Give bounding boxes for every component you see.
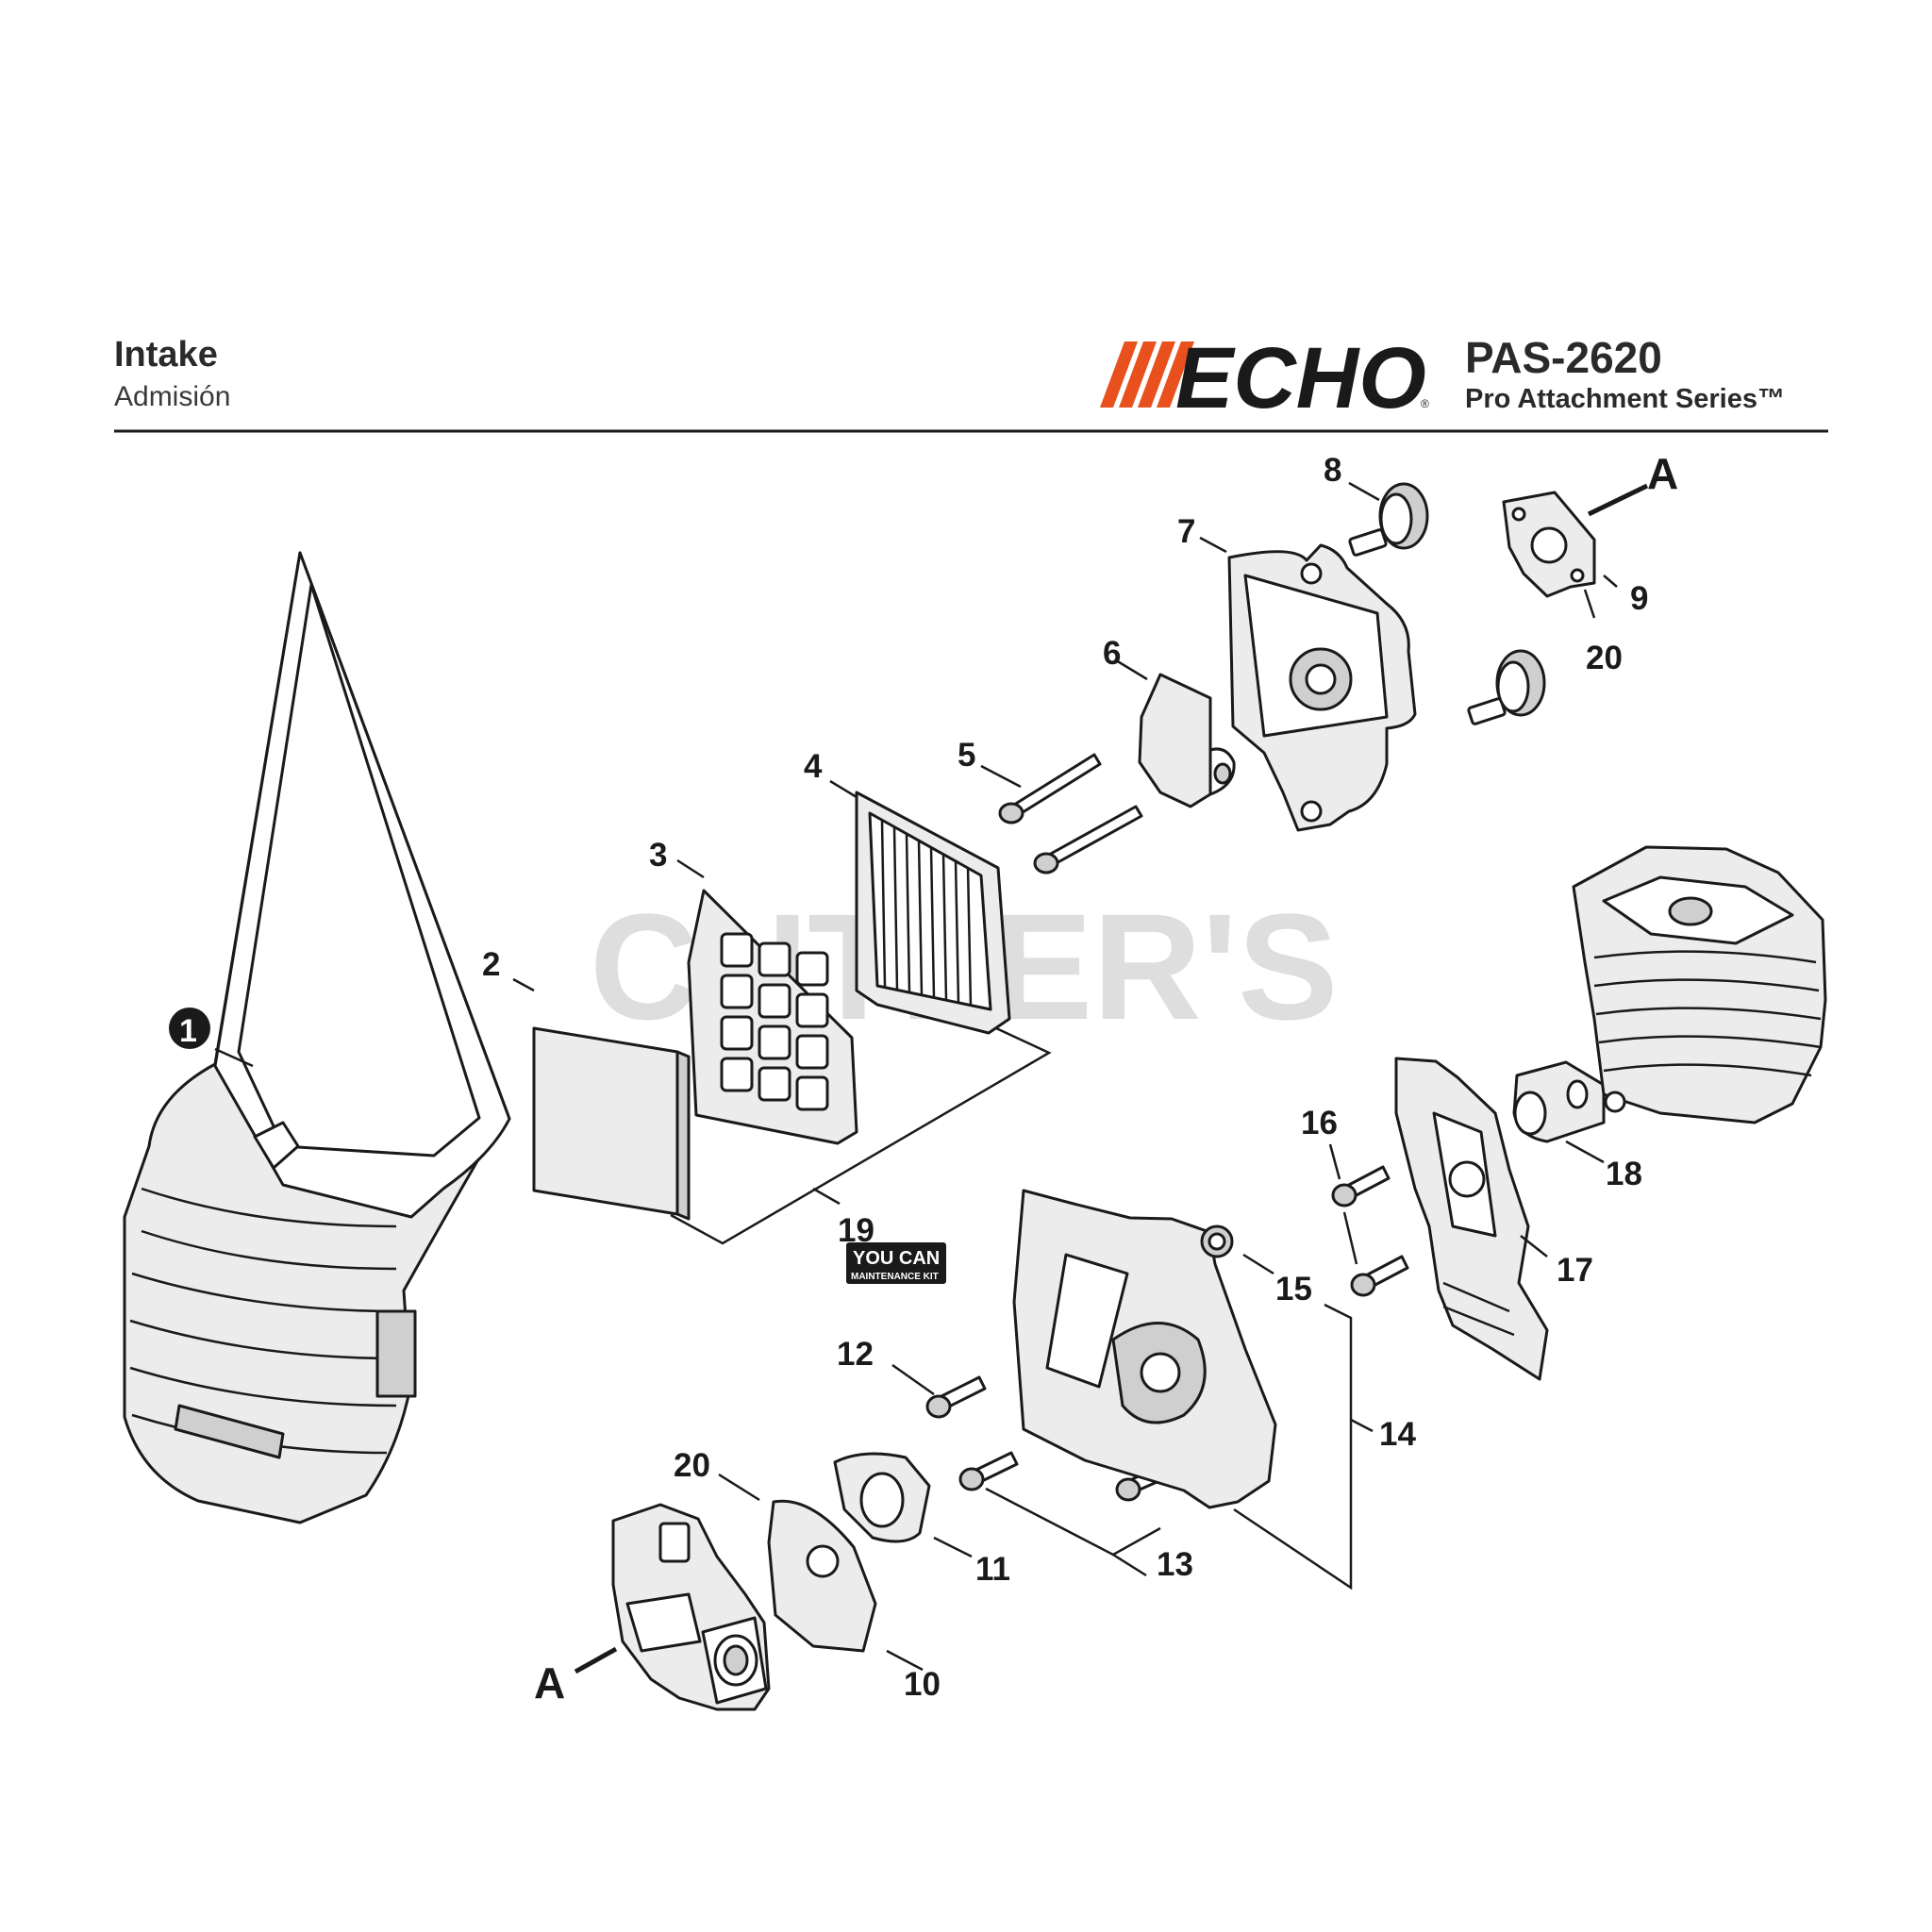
callout-2: 2 — [482, 946, 500, 983]
callout-9: 9 — [1630, 580, 1648, 617]
callout-14: 14 — [1379, 1416, 1416, 1453]
callout-15: 15 — [1275, 1271, 1312, 1307]
callout-4: 4 — [804, 748, 823, 785]
callout-7: 7 — [1177, 513, 1195, 550]
callout-12: 12 — [837, 1336, 874, 1373]
part-1-air-cleaner-cover — [123, 551, 511, 1524]
part-3-filter-frame — [687, 889, 858, 1145]
model-number: PAS-2620 — [1465, 333, 1662, 382]
kit-badge-line1: YOU CAN — [853, 1248, 940, 1269]
part-8-knobs — [1348, 482, 1546, 725]
part-11-insulator — [833, 1452, 931, 1543]
part-2-pre-filter — [532, 1026, 691, 1221]
callout-10: 10 — [904, 1666, 941, 1703]
part-10-carburetor-gasket — [767, 1499, 877, 1653]
echo-wordmark: ECHO — [1175, 330, 1426, 426]
callout-6: 6 — [1103, 635, 1121, 672]
engine-cylinder — [1572, 845, 1827, 1124]
callout-13: 13 — [1157, 1546, 1193, 1583]
kit-badge-line2: MAINTENANCE KIT — [851, 1272, 939, 1282]
callout-3: 3 — [649, 837, 667, 874]
page-subtitle: Admisión — [114, 381, 231, 412]
callout-1-badge — [169, 1008, 210, 1049]
callout-18: 18 — [1606, 1156, 1642, 1192]
callout-19: 19 — [838, 1212, 874, 1249]
part-15-grommet — [1200, 1224, 1234, 1258]
part-14-air-cleaner-base — [1012, 1189, 1277, 1509]
callout-8: 8 — [1324, 452, 1341, 489]
callout-5: 5 — [958, 737, 975, 774]
page-title: Intake — [114, 335, 218, 375]
filter-frame-grid — [720, 932, 829, 1111]
callout-11: 11 — [975, 1551, 1010, 1588]
callout-20-top: 20 — [1586, 640, 1623, 676]
callout-labels: 1 2 3 4 5 6 7 8 9 20 A 16 18 17 15 14 19… — [169, 449, 1678, 1707]
callout-17: 17 — [1557, 1252, 1593, 1289]
part-17-spacer-plate — [1394, 1057, 1549, 1381]
leader-lines — [214, 481, 1649, 1674]
callout-1: 1 — [179, 1013, 197, 1049]
echo-speed-stripes — [1100, 341, 1194, 408]
callout-16: 16 — [1301, 1105, 1338, 1141]
part-16-screws — [1331, 1165, 1409, 1297]
callout-a-top: A — [1647, 449, 1678, 498]
callout-20-bottom: 20 — [674, 1447, 710, 1484]
part-7-air-cleaner-case — [1227, 543, 1417, 832]
maintenance-kit-badge: YOU CAN MAINTENANCE KIT — [846, 1242, 946, 1284]
part-4-air-filter — [855, 791, 1011, 1035]
part-6-bracket — [1138, 673, 1236, 808]
series-name: Pro Attachment Series™ — [1465, 384, 1785, 414]
registered-mark: ® — [1421, 397, 1429, 410]
carburetor — [611, 1503, 771, 1711]
part-12-screw — [925, 1375, 987, 1419]
echo-logo: ECHO ® — [1100, 330, 1429, 426]
filter-pleats — [880, 820, 973, 1008]
part-18-intake-pipe — [1512, 1060, 1606, 1143]
part-9-gasket — [1502, 491, 1596, 598]
callout-a-bottom: A — [534, 1658, 565, 1707]
part-5-long-screws — [998, 753, 1143, 874]
